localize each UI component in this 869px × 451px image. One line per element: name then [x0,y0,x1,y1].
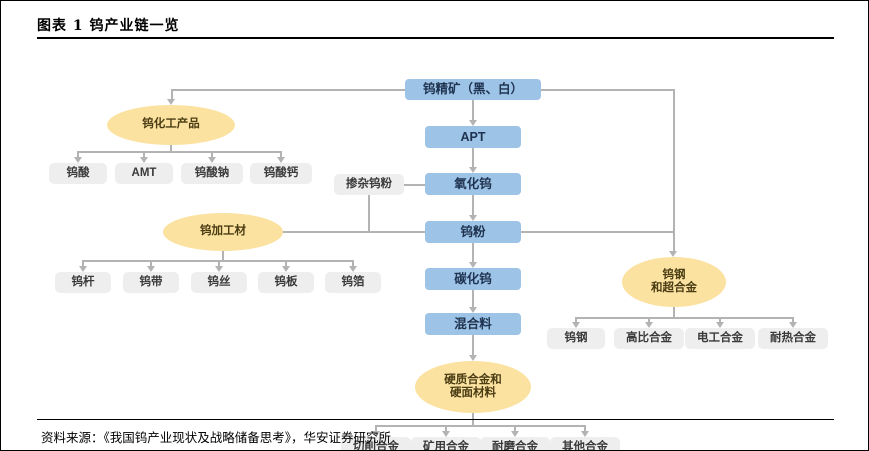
flow-node: 钨粉 [425,221,521,243]
flow-node: 钨杆 [55,272,111,293]
flow-node: 钨丝 [191,272,247,293]
connector-line [376,425,585,427]
connector-line [368,195,370,231]
connector-line [472,290,474,307]
flow-node: 碳化钨 [425,268,521,290]
source-note: 资料来源：《我国钨产业现状及战略储备思考》，华安证券研究所 [41,427,391,446]
connector-line [279,231,425,233]
flow-node: 钨钢 和超合金 [622,257,726,307]
flow-node: 电工合金 [685,328,755,349]
connector-line [673,307,675,317]
connector-line [472,148,474,167]
flow-node: 耐磨合金 [480,437,550,451]
connector-line [541,89,673,91]
page-title: 图表 1 钨产业链一览 [37,15,180,35]
flow-node: 钨酸钠 [181,163,243,184]
connector-line [472,243,474,262]
flow-node: 钨板 [258,272,314,293]
connector-line [673,89,675,251]
connector-line [472,335,474,355]
flow-node: 掺杂钨粉 [334,174,404,195]
connector-line [404,184,425,186]
flow-node: 钨精矿（黑、白） [405,79,541,100]
connector-line [171,89,405,91]
connector-line [472,195,474,215]
connector-line [576,317,793,319]
flowchart-canvas: 钨精矿（黑、白） APT 氧化钨钨粉碳化钨混合料 掺杂钨粉 钨化工产品钨加工材钨钢 和超… [1,41,869,417]
flow-node: 矿用合金 [411,437,481,451]
flow-node: APT [425,126,521,148]
connector-line [222,251,224,260]
footer-divider [37,419,834,420]
connector-line [171,89,173,99]
flow-node: 氧化钨 [425,173,521,195]
flow-node: 高比合金 [614,328,684,349]
flow-node: 钨酸钙 [250,163,312,184]
flow-node: 钨化工产品 [107,105,235,145]
flow-node: 钨带 [123,272,179,293]
flow-node: 混合料 [425,313,521,335]
flow-node: 钨箔 [325,272,381,293]
flow-node: 钨钢 [547,328,605,349]
connector-line [78,151,281,153]
flow-node: AMT [115,163,173,184]
flow-node: 其他合金 [550,437,620,451]
flow-node: 耐热合金 [758,328,828,349]
flow-node: 硬质合金和 硬面材料 [415,361,531,413]
connector-line [521,231,673,233]
flow-node: 钨酸 [49,163,107,184]
title-divider [37,37,834,39]
flow-node: 钨加工材 [163,213,283,251]
connector-line [472,100,474,120]
